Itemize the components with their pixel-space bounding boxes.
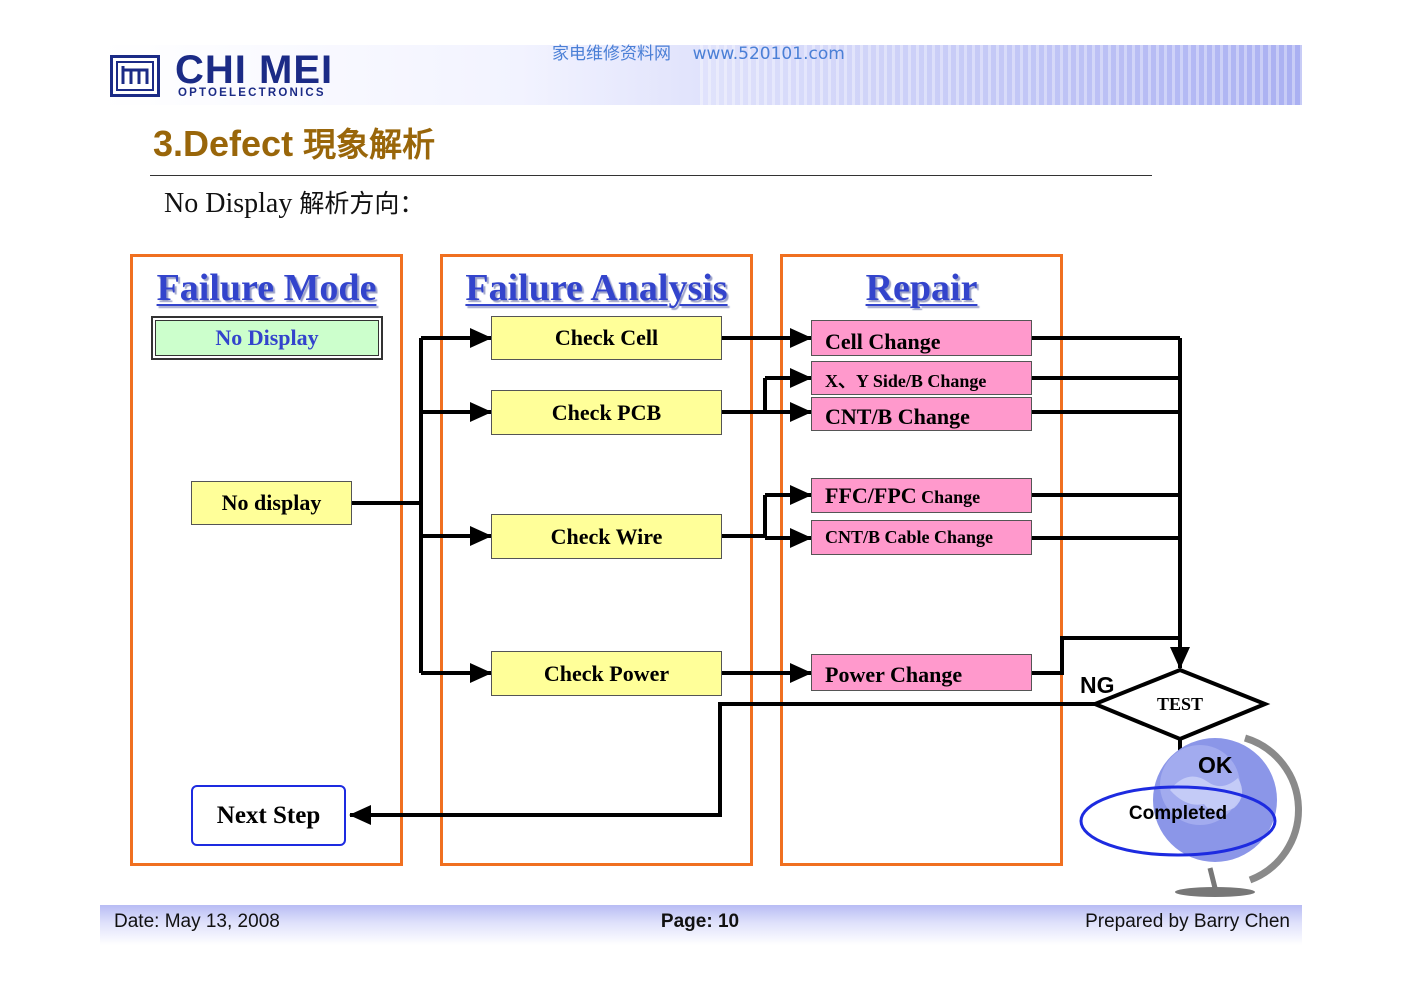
ffc-fpc-label: FFC/FPC [825, 482, 917, 508]
check-pcb-box: Check PCB [491, 390, 722, 435]
ffc-fpc-change-word: Change [916, 486, 981, 507]
logo-subtitle: OPTOELECTRONICS [178, 87, 326, 99]
cell-change-box: Cell Change [811, 320, 1032, 356]
footer-page: Page: 10 [660, 911, 740, 932]
test-decision-diamond [1089, 667, 1271, 742]
logo-name: CHI MEI [175, 48, 334, 92]
check-power-box: Check Power [491, 651, 722, 696]
xy-side-change-label: X、Y Side/B Change [825, 371, 987, 391]
ffc-fpc-change-box: FFC/FPC Change [811, 478, 1032, 513]
cntb-cable-change-box: CNT/B Cable Change [811, 520, 1032, 555]
completed-label: Completed [1128, 803, 1228, 824]
subtitle-cjk: 解析方向： [299, 189, 425, 218]
failure-analysis-column [440, 254, 753, 866]
ok-label: OK [1198, 752, 1233, 778]
header-band [100, 45, 1302, 105]
footer-date: Date: May 13, 2008 [114, 911, 280, 932]
cntb-change-label: CNT/B Change [825, 404, 970, 429]
cell-change-label: Cell Change [825, 329, 941, 354]
footer-prepared: Prepared by Barry Chen [1085, 911, 1290, 932]
header-stripes [700, 45, 1302, 105]
footer-band [100, 905, 1302, 945]
chimei-logo-icon [110, 55, 160, 97]
connector-power-change-out [1031, 636, 1180, 675]
slide-title-cjk: 現象解析 [303, 125, 436, 164]
xy-side-change-box: X、Y Side/B Change [811, 361, 1032, 395]
connector-ng-return [349, 702, 1095, 825]
failure-mode-column [130, 254, 403, 866]
power-change-box: Power Change [811, 654, 1032, 691]
repair-column [780, 254, 1063, 866]
check-cell-box: Check Cell [491, 316, 722, 360]
failure-analysis-heading: Failure Analysis [465, 267, 728, 309]
no-display-header-frame: No Display [151, 316, 383, 360]
no-display-box: No display [191, 481, 352, 525]
power-change-label: Power Change [825, 662, 963, 687]
next-step-box: Next Step [191, 785, 346, 846]
cntb-change-box: CNT/B Change [811, 397, 1032, 431]
slide-title-prefix: 3.Defect [153, 123, 304, 164]
globe-icon [1153, 734, 1302, 897]
no-display-header: No Display [155, 320, 379, 356]
slide-subtitle: No Display 解析方向： [164, 184, 424, 220]
completed-ellipse [1079, 785, 1277, 857]
failure-mode-heading: Failure Mode [156, 267, 377, 309]
watermark-text: 家电维修资料网 www.520101.com [552, 44, 845, 64]
slide-title: 3.Defect 現象解析 [153, 118, 435, 166]
title-rule [150, 175, 1152, 176]
cntb-cable-change-label: CNT/B Cable Change [825, 527, 994, 547]
repair-heading: Repair [865, 267, 978, 309]
test-label: TEST [1156, 694, 1204, 714]
subtitle-prefix: No Display [164, 188, 300, 219]
ng-label: NG [1080, 672, 1115, 698]
check-wire-box: Check Wire [491, 514, 722, 559]
